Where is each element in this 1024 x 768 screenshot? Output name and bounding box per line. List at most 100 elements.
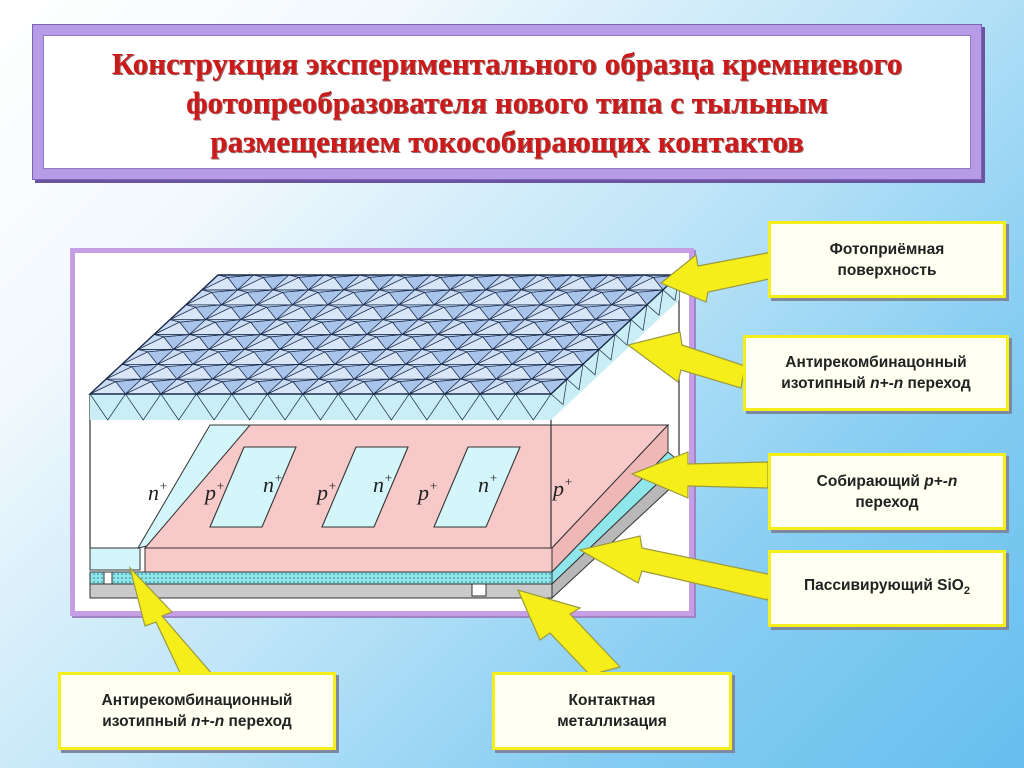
pyramid-facet (385, 334, 414, 350)
pyramid-facet (405, 349, 433, 365)
pyramid-facet (575, 289, 603, 306)
label-text: изотипный n+-n переход (781, 373, 971, 394)
label-text-part: изотипный (102, 713, 192, 730)
pyramid-facet (263, 349, 291, 365)
label-text-part: переход (903, 375, 971, 392)
pyramid-facet (389, 363, 417, 380)
pyramid-facet (353, 363, 382, 380)
pyramid-facet (331, 319, 359, 335)
arrow-photoreceiving (659, 251, 775, 303)
pyramid-facet (369, 349, 398, 365)
pyramid-facet (515, 378, 543, 395)
pyramid-facet (224, 319, 252, 335)
pyramid-facet (173, 334, 201, 350)
arrow-collecting (630, 451, 769, 499)
pyramid-facet (256, 289, 284, 306)
pyramid-facet (373, 378, 401, 395)
pyramid-facet (476, 349, 504, 365)
pyramid-facet (417, 304, 446, 320)
label-text: металлизация (557, 713, 667, 730)
label-text-part: Собирающий (816, 472, 925, 490)
pyramid-facet (547, 349, 575, 365)
pyramid-facet (176, 363, 204, 380)
title-frame: Конструкция экспериментального образца к… (32, 24, 982, 180)
pyramid-facet (379, 274, 407, 291)
pyramid-facet (244, 334, 272, 350)
label-subscript: 2 (963, 585, 970, 598)
arrow-passivating (578, 535, 773, 601)
label-text: Контактная (568, 692, 656, 709)
doping-label-n-plus: n+ (148, 478, 168, 505)
pyramid-facet (511, 349, 539, 365)
pyramid-facet (272, 274, 300, 291)
arrow-metallization (516, 589, 622, 676)
pyramid-facet (196, 378, 224, 395)
label-collecting-junction: Собирающий p+-n переход (768, 453, 1006, 530)
pyramid-facet (424, 363, 452, 380)
pyramid-facet (527, 334, 555, 350)
pyramid-facet (347, 304, 375, 320)
pyramid-facet (449, 274, 478, 291)
pyramid-facet (212, 363, 240, 380)
pyramid-facet (595, 304, 623, 320)
label-text-italic: n+-n (870, 375, 904, 392)
pyramid-facet (579, 319, 607, 335)
pyramid-facet (414, 274, 442, 291)
label-text: Антирекомбинацонный (785, 354, 967, 371)
pyramid-facet (437, 319, 465, 335)
pyramid-facet (611, 289, 639, 306)
pyramid-facet (408, 378, 436, 395)
pyramid-facet (543, 319, 571, 335)
pyramid-facet (363, 289, 391, 306)
label-text-italic: n+-n (191, 713, 225, 730)
pyramid-facet (382, 304, 410, 320)
label-contact-metallization: Контактная металлизация (492, 672, 732, 750)
pyramid-facet (479, 378, 507, 395)
title-line-1: Конструкция экспериментального образца к… (111, 45, 903, 81)
pyramid-facet (343, 274, 371, 291)
pyramid-facet (205, 304, 233, 320)
pyramid-facet (456, 334, 484, 350)
label-text-part: изотипный (781, 375, 871, 392)
label-passivating-sio2: Пассивирующий SiO2 (768, 550, 1006, 627)
pyramid-facet (366, 319, 394, 335)
pyramid-facet (531, 363, 559, 380)
label-text: Собирающий p+-n (817, 471, 958, 492)
pyramid-facet (440, 349, 468, 365)
pyramid-facet (292, 289, 320, 306)
pyramid-facet (334, 349, 362, 365)
label-text: Фотоприёмная (829, 240, 945, 258)
pyramid-facet (302, 378, 330, 395)
pyramid-facet (299, 349, 327, 365)
label-text: поверхность (837, 261, 937, 279)
pyramid-facet (433, 289, 462, 306)
pyramid-facet (488, 304, 516, 320)
contact-gap-left (103, 571, 113, 585)
pyramid-facet (627, 274, 655, 291)
pyramid-facet (279, 334, 307, 350)
pyramid-facet (231, 378, 259, 395)
pyramid-facet (192, 349, 220, 365)
pyramid-facet (311, 304, 339, 320)
label-text: изотипный n+-n переход (102, 711, 293, 732)
rear-n-plus-layer (89, 547, 141, 571)
pyramid-facet (421, 334, 449, 350)
pyramid-facet (125, 378, 153, 395)
pyramid-facet (141, 363, 169, 380)
p-plus-region-front (144, 547, 553, 573)
pyramid-facet (350, 334, 378, 350)
pyramid-facet (228, 349, 256, 365)
pyramid-facet (267, 378, 295, 395)
passivation-sio2-front (89, 571, 553, 585)
pyramid-facet (283, 363, 311, 380)
label-antirecomb-top: Антирекомбинацонный изотипный n+-n перех… (743, 335, 1009, 411)
pyramid-facet (208, 334, 236, 350)
pyramid-facet (398, 289, 426, 306)
pyramid-facet (327, 289, 355, 306)
pyramid-facet (318, 363, 346, 380)
pyramid-facet (401, 319, 430, 335)
label-photoreceiving-surface: Фотоприёмная поверхность (768, 221, 1006, 298)
pyramid-facet (295, 319, 323, 335)
pointer-arrows (128, 251, 775, 682)
